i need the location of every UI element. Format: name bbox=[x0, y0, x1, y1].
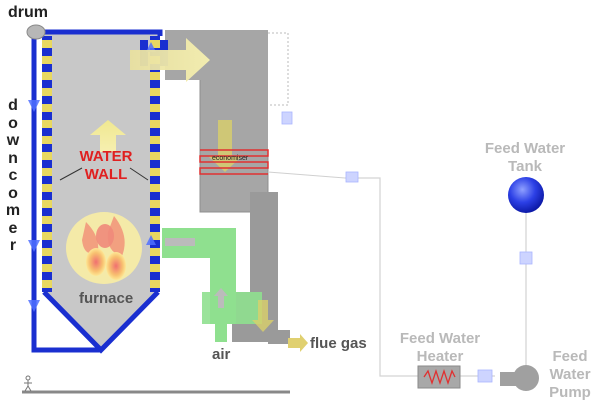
top-header-pipe bbox=[30, 29, 163, 36]
air-preheater bbox=[202, 292, 262, 324]
downcomer-label: d o w n c o m e r bbox=[4, 97, 22, 255]
feed-water-tank-label-line: Feed Water bbox=[484, 140, 566, 157]
feed-water-tank-label: Feed Water Tank bbox=[470, 140, 580, 176]
downcomer-letter: o bbox=[8, 114, 18, 132]
downcomer-letter: w bbox=[6, 132, 20, 149]
flue-gas-label: flue gas bbox=[310, 335, 367, 352]
valve-icons bbox=[281, 111, 533, 383]
air-inlet bbox=[215, 322, 227, 342]
economiser-coil bbox=[199, 149, 269, 175]
air-label: air bbox=[212, 346, 231, 363]
drum-label: drum bbox=[8, 4, 48, 21]
feed-water-pump-label-line: Water bbox=[549, 366, 591, 383]
downcomer-letter: n bbox=[8, 149, 18, 167]
riser-arrows bbox=[146, 42, 156, 245]
air-arrow-horizontal bbox=[165, 238, 195, 246]
feed-water-tank-icon bbox=[508, 177, 544, 213]
downcomer-letter: o bbox=[8, 184, 18, 202]
downcomer-letter: m bbox=[5, 202, 21, 219]
feed-water-pump-label-line: Pump bbox=[549, 384, 591, 401]
flue-gas-down-arrow bbox=[252, 300, 274, 332]
air-arrow-up bbox=[214, 288, 228, 308]
steam-drum bbox=[26, 24, 46, 40]
heater-coil-icon bbox=[423, 368, 456, 386]
feed-water-heater-label-line: Heater bbox=[416, 348, 464, 365]
feed-water-tank-label-line: Tank bbox=[508, 158, 542, 175]
feed-water-pump-label: Feed Water Pump bbox=[540, 348, 600, 402]
flue-gas-arrow-right bbox=[130, 38, 210, 82]
downcomer-letter: e bbox=[8, 219, 18, 237]
economiser-label: economiser bbox=[212, 155, 249, 162]
water-wall-arrow-up bbox=[90, 120, 126, 152]
water-wall-pointer-left bbox=[59, 167, 83, 181]
furnace-label: furnace bbox=[79, 290, 134, 307]
downcomer-letter: r bbox=[9, 237, 17, 254]
downcomer-letter: c bbox=[8, 167, 18, 184]
water-wall-label-line1: WATER bbox=[79, 148, 133, 165]
person-scale-icon bbox=[24, 375, 32, 392]
water-wall-pointer-right bbox=[129, 167, 149, 181]
water-wall-label-line2: WALL bbox=[84, 166, 128, 183]
pump-inlet bbox=[500, 372, 526, 386]
flue-gas-outlet bbox=[268, 330, 290, 344]
downcomer-letter: d bbox=[8, 97, 18, 114]
feed-water-heater-label-line: Feed Water bbox=[399, 330, 481, 347]
downcomer-pipe bbox=[31, 34, 101, 353]
feed-line-economiser bbox=[267, 171, 346, 179]
feed-water-heater-label: Feed Water Heater bbox=[390, 330, 490, 366]
economiser-gas-arrow bbox=[208, 120, 242, 172]
feed-water-pump-label-line: Feed bbox=[552, 348, 588, 365]
downcomer-arrows bbox=[28, 100, 40, 312]
fire-icon bbox=[66, 212, 142, 284]
flue-gas-exit-arrow bbox=[288, 334, 308, 352]
left-water-wall bbox=[42, 36, 52, 292]
right-water-wall bbox=[150, 36, 160, 292]
